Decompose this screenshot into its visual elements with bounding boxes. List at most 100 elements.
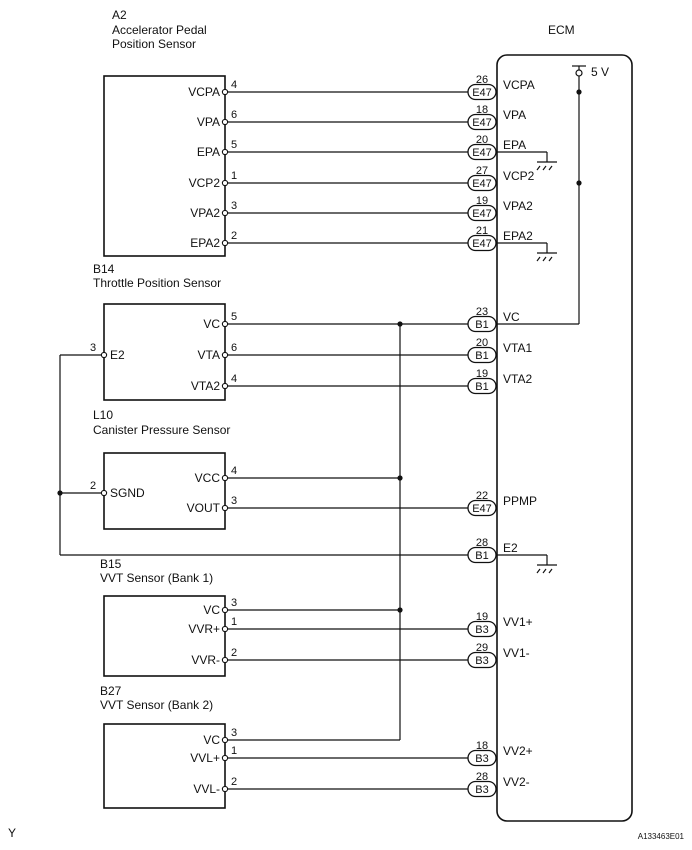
sensor-pin-number: 2	[231, 776, 237, 788]
ecm-pin-label: E2	[503, 541, 518, 555]
pin-terminal	[221, 209, 229, 217]
sensor-pin-number: 5	[231, 311, 237, 323]
sensor-pin-label: VVL+	[190, 751, 220, 765]
ecm-pin-label: VCP2	[503, 169, 535, 183]
junction-dot	[576, 89, 582, 95]
ecm-pin-number: 18	[476, 740, 488, 752]
ecm-pin-label: VTA1	[503, 341, 532, 355]
vvt-sensor-bank1-box	[103, 595, 226, 677]
5v-supply-label: 5 V	[591, 65, 609, 79]
component-code-a2: A2	[112, 8, 127, 22]
ecm-connector-label: B3	[475, 784, 488, 796]
ecm-pin-label: EPA	[503, 138, 526, 152]
sensor-pin-label: VVR+	[188, 622, 220, 636]
component-name2-a2: Position Sensor	[112, 37, 196, 51]
pin-terminal	[221, 148, 229, 156]
pin-terminal	[221, 625, 229, 633]
ecm-pin-number: 27	[476, 165, 488, 177]
sensor-pin-label: VOUT	[187, 501, 221, 515]
junction-dot	[397, 607, 403, 613]
vvt-sensor-bank2-box	[103, 723, 226, 809]
sensor-pin-label-sgnd: SGND	[110, 486, 145, 500]
sensor-pin-label: EPA2	[190, 236, 220, 250]
ecm-connector-label: B1	[475, 550, 488, 562]
pin-terminal	[221, 118, 229, 126]
sensor-pin-label: VC	[203, 317, 220, 331]
sensor-pin-number: 6	[231, 109, 237, 121]
component-code-b15: B15	[100, 557, 122, 571]
sensor-pin-number: 1	[231, 745, 237, 757]
ecm-pin-label: VV1+	[503, 615, 533, 629]
pin-terminal	[221, 504, 229, 512]
pin-terminal	[221, 382, 229, 390]
ecm-connector-label: B1	[475, 381, 488, 393]
ecm-pin-label: VPA	[503, 108, 526, 122]
sensor-pin-label: VVL-	[193, 782, 220, 796]
sensor-pin-number: 2	[231, 230, 237, 242]
ecm-pin-number: 19	[476, 368, 488, 380]
junction-dot	[576, 180, 582, 186]
ecm-pin-label: VPA2	[503, 199, 533, 213]
sensor-pin-label: EPA	[197, 145, 220, 159]
sensor-pin-label: VTA	[198, 348, 220, 362]
pin-terminal	[221, 239, 229, 247]
sensor-pin-number: 3	[231, 200, 237, 212]
sensor-pin-label: VTA2	[191, 379, 220, 393]
ecm-pin-number: 19	[476, 195, 488, 207]
sensor-pin-number: 1	[231, 616, 237, 628]
sensor-pin-label-e2: E2	[110, 348, 125, 362]
accelerator-pedal-sensor-box	[103, 75, 226, 257]
ground-symbol-epa2	[497, 242, 557, 262]
ecm-connector-label: B1	[475, 319, 488, 331]
component-name-b15: VVT Sensor (Bank 1)	[100, 571, 213, 585]
ecm-box	[496, 54, 633, 822]
sensor-pin-number-vcc: 4	[231, 465, 237, 477]
ecm-connector-label: E47	[472, 87, 492, 99]
junction-dot	[57, 490, 63, 496]
pin-terminal	[221, 785, 229, 793]
ecm-connector-label: E47	[472, 147, 492, 159]
pin-terminal	[221, 754, 229, 762]
sensor-pin-number-e2: 3	[90, 342, 96, 354]
ecm-title: ECM	[548, 23, 575, 37]
sensor-pin-number: 4	[231, 373, 237, 385]
ecm-pin-number: 26	[476, 74, 488, 86]
ecm-connector-label: E47	[472, 503, 492, 515]
pin-terminal	[221, 88, 229, 96]
component-code-b27: B27	[100, 684, 122, 698]
pin-terminal	[221, 474, 229, 482]
pin-terminal	[221, 606, 229, 614]
ecm-pin-label: VV1-	[503, 646, 530, 660]
ecm-connector-label: B1	[475, 350, 488, 362]
ecm-pin-label: PPMP	[503, 494, 537, 508]
junction-dot	[397, 475, 403, 481]
ecm-pin-number: 28	[476, 537, 488, 549]
figure-code: A133463E01	[638, 832, 685, 841]
component-name-a2: Accelerator Pedal	[112, 23, 207, 37]
sensor-pin-label: VCPA	[188, 85, 220, 99]
component-code-l10: L10	[93, 408, 113, 422]
canister-pressure-sensor-box	[103, 452, 226, 530]
pin-terminal	[221, 656, 229, 664]
sensor-pin-number: 3	[231, 495, 237, 507]
ecm-pin-number: 21	[476, 225, 488, 237]
5v-supply-terminal	[575, 69, 583, 77]
sensor-pin-number-vc-b27: 3	[231, 727, 237, 739]
ecm-pin-label: EPA2	[503, 229, 533, 243]
ecm-connector-label: E47	[472, 208, 492, 220]
ecm-pin-number: 19	[476, 611, 488, 623]
